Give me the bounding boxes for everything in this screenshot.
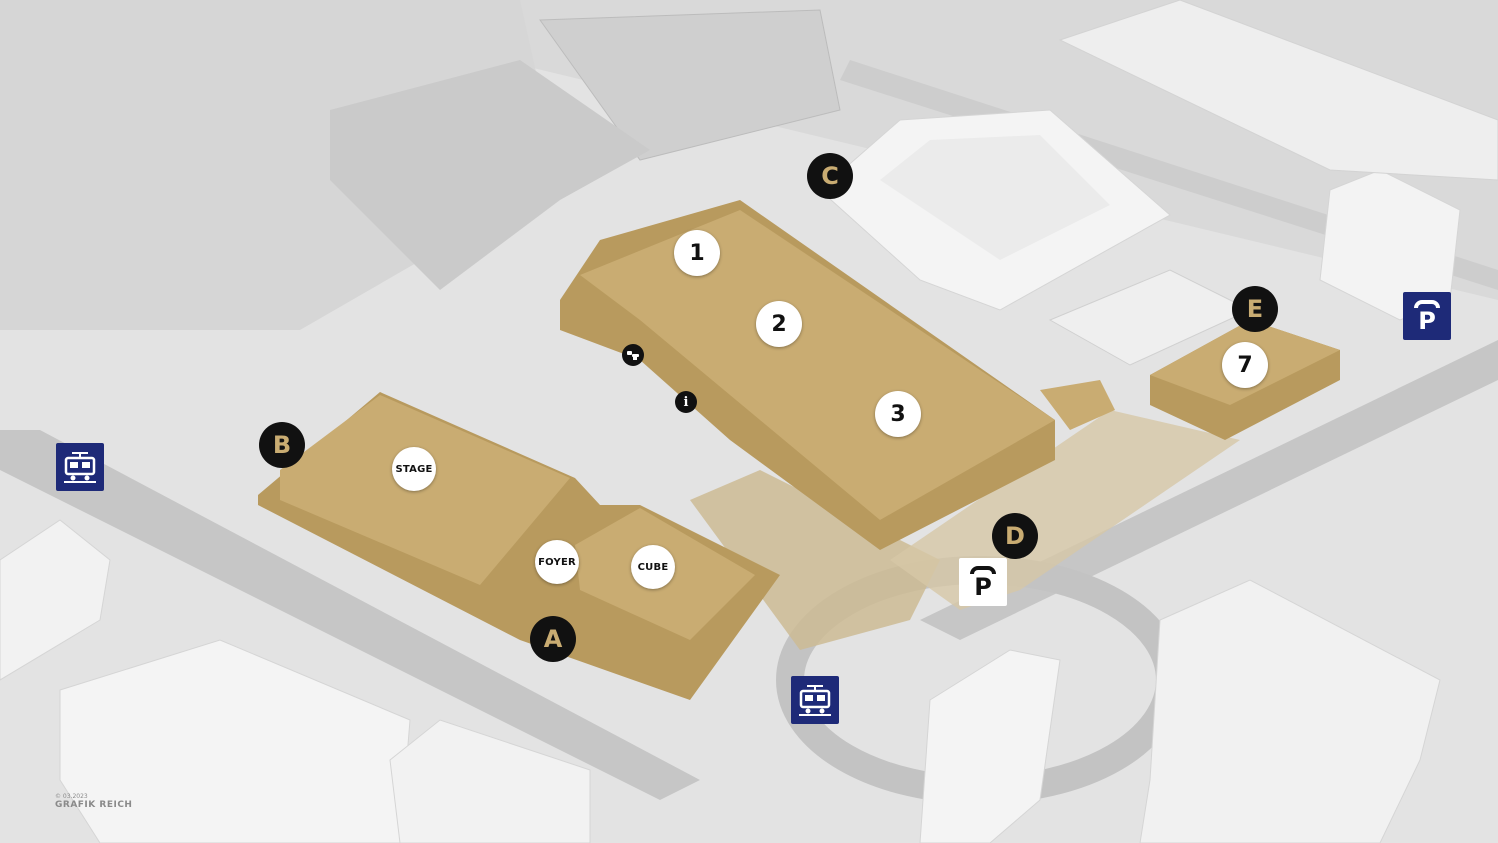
southwest-block — [59, 639, 411, 843]
tram-stop-south[interactable] — [791, 676, 839, 724]
tram-stop-west[interactable] — [56, 443, 104, 491]
halls-1-3-top — [580, 210, 1055, 520]
venue-stage-label[interactable]: STAGE — [392, 447, 436, 491]
plaza-west — [690, 470, 940, 650]
entrance-e-marker[interactable]: E — [1232, 286, 1278, 332]
toilet-icon[interactable] — [622, 344, 644, 366]
venue-cube-label[interactable]: CUBE — [631, 545, 675, 589]
entrance-b-marker[interactable]: B — [259, 422, 305, 468]
parking-icon — [1414, 299, 1440, 308]
tram-corridor-west — [0, 430, 700, 800]
park-area — [330, 60, 650, 290]
credit-date: © 03.2023 — [55, 793, 88, 800]
credit-brand: GRAFIK REICH — [55, 800, 133, 810]
hall-1-marker[interactable]: 1 — [674, 230, 720, 276]
southeast-block — [1139, 579, 1441, 843]
hall-7-marker[interactable]: 7 — [1222, 342, 1268, 388]
parking-east-label: P — [1418, 306, 1436, 335]
northeast-rowhouses — [1058, 0, 1498, 181]
entrance-c-marker[interactable]: C — [807, 153, 853, 199]
tram-icon — [64, 452, 96, 483]
stage-hall-top — [280, 395, 570, 585]
parking-icon — [970, 565, 996, 574]
south-tower — [919, 649, 1061, 843]
annex-ring — [1040, 380, 1115, 430]
map-credit: © 03.2023 GRAFIK REICH — [55, 793, 132, 810]
information-icon[interactable]: i — [675, 391, 697, 413]
tram-icon — [799, 685, 831, 716]
entrance-a-marker[interactable]: A — [530, 616, 576, 662]
south-block — [389, 719, 591, 843]
toilet-icon-glyph — [627, 351, 639, 360]
venue-foyer-label[interactable]: FOYER — [535, 540, 579, 584]
parking-east[interactable]: P — [1403, 292, 1451, 340]
entrance-d-marker[interactable]: D — [992, 513, 1038, 559]
parking-south-label: P — [974, 572, 992, 601]
hall-2-marker[interactable]: 2 — [756, 301, 802, 347]
hall-3-marker[interactable]: 3 — [875, 391, 921, 437]
main-road-east — [920, 340, 1498, 640]
arena-roof — [880, 135, 1110, 260]
parking-south[interactable]: P — [959, 558, 1007, 606]
west-block — [0, 519, 111, 681]
football-pitch — [539, 9, 841, 161]
